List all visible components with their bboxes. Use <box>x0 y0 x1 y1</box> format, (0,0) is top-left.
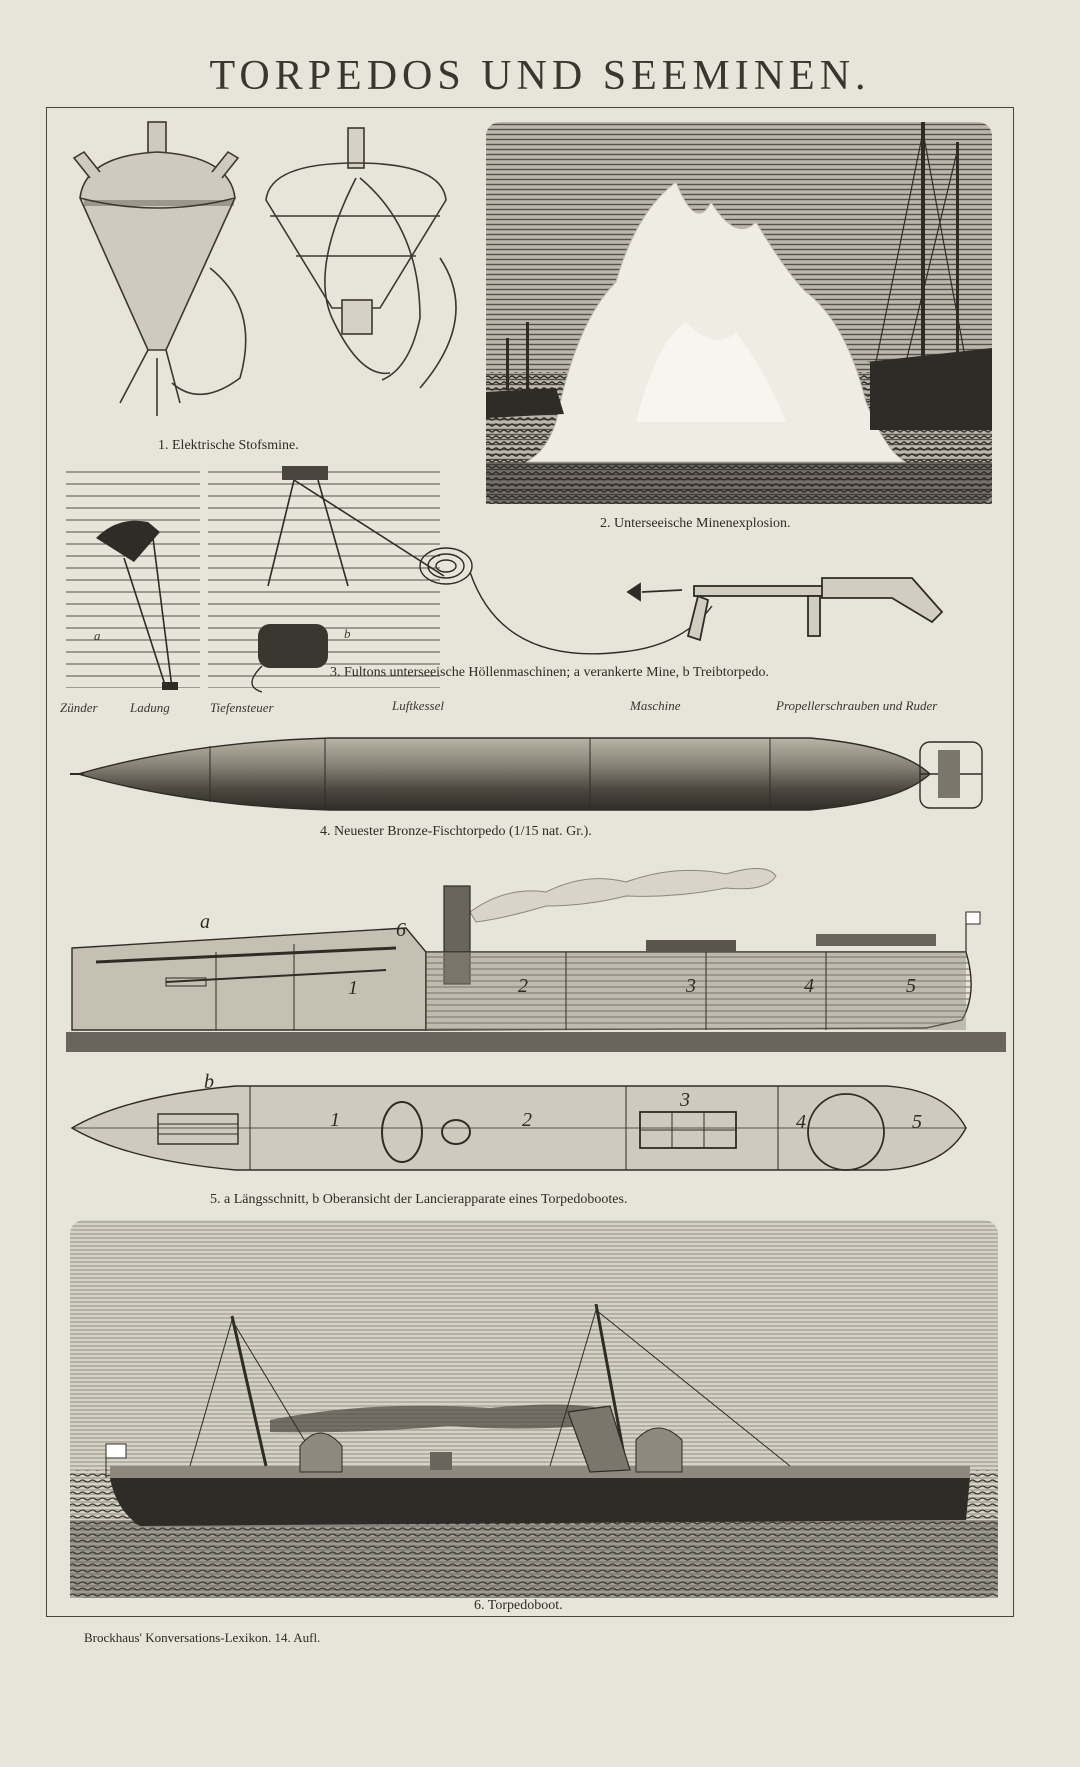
topview-number-3: 3 <box>679 1089 690 1111</box>
torpedo-boat-engraving <box>70 1220 998 1598</box>
figure-4-caption: 4. Neuester Bronze-Fischtorpedo (1/15 na… <box>320 824 592 839</box>
torpedo-label-ladung: Ladung <box>130 700 170 715</box>
section-label-a: a <box>200 911 210 933</box>
torpedo-label-zuender: Zünder <box>60 700 98 715</box>
plate-title: TORPEDOS UND SEEMINEN. <box>209 53 871 99</box>
topview-number-5: 5 <box>912 1111 922 1133</box>
plate-frame <box>46 107 1014 1617</box>
topview-number-1: 1 <box>330 1109 340 1131</box>
torpedo-label-tiefensteuer: Tiefensteuer <box>210 700 274 715</box>
figure-3-label-b: b <box>344 626 351 641</box>
torpedo-boat-longitudinal-section: a 1 2 3 4 5 6 <box>66 868 1006 1052</box>
figure-1-caption: 1. Elektrische Stofsmine. <box>158 438 299 453</box>
figure-3-caption: 3. Fultons unterseeische Höllenmaschinen… <box>330 665 769 680</box>
figure-6-caption: 6. Torpedoboot. <box>474 1598 563 1613</box>
fulton-machines-illustration <box>66 466 944 693</box>
publisher-footer: Brockhaus' Konversations-Lexikon. 14. Au… <box>84 1630 321 1645</box>
torpedo-label-maschine: Maschine <box>630 698 681 713</box>
torpedo-label-luftkessel: Luftkessel <box>392 698 444 713</box>
torpedo-boat-top-view: b 1 2 3 4 5 <box>70 1071 967 1171</box>
section-number-2: 2 <box>518 975 528 997</box>
topview-number-2: 2 <box>522 1109 532 1131</box>
section-number-4: 4 <box>804 975 814 997</box>
mine-explosion-engraving <box>486 122 992 504</box>
figure-5-caption: 5. a Längsschnitt, b Oberansicht der Lan… <box>210 1192 628 1207</box>
topview-number-4: 4 <box>796 1111 806 1133</box>
topview-label-b: b <box>204 1071 214 1093</box>
section-number-1: 1 <box>348 977 358 999</box>
section-number-5: 5 <box>906 975 916 997</box>
figure-2-caption: 2. Unterseeische Minenexplosion. <box>600 516 791 531</box>
figure-3-label-a: a <box>94 628 101 643</box>
fish-torpedo-illustration <box>70 737 983 811</box>
contact-mine-illustration <box>72 121 457 416</box>
torpedo-label-propeller: Propellerschrauben und Ruder <box>776 698 938 713</box>
section-number-6: 6 <box>396 919 406 941</box>
section-number-3: 3 <box>685 975 696 997</box>
